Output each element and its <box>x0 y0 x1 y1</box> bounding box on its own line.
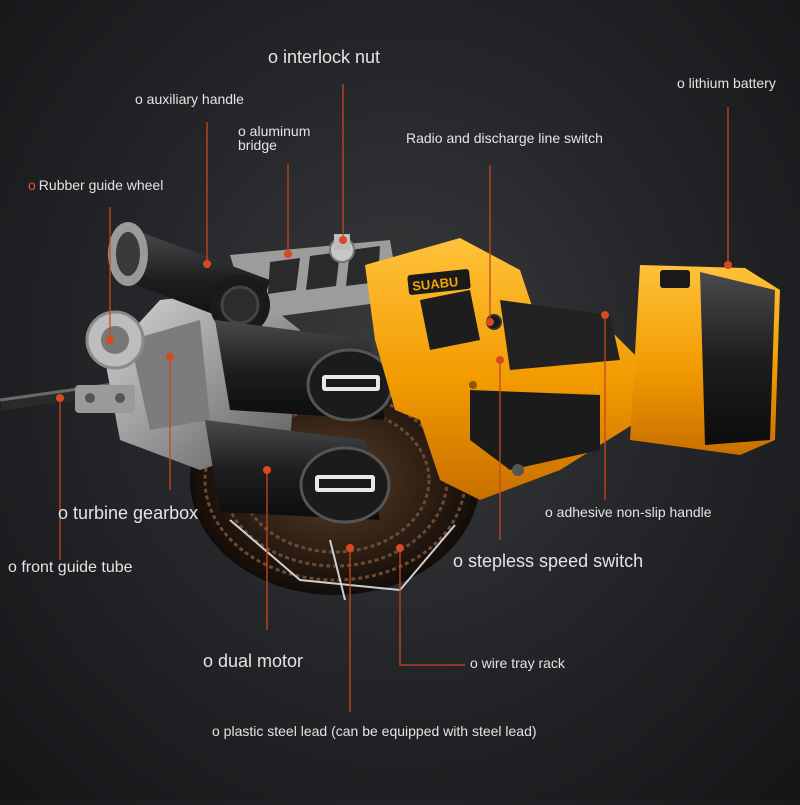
leader-dots <box>56 236 732 552</box>
label-adhesive-non-slip-handle: o adhesive non-slip handle <box>545 504 712 520</box>
label-plastic-steel-lead: o plastic steel lead (can be equipped wi… <box>212 723 537 739</box>
label-auxiliary-handle: o auxiliary handle <box>135 91 244 107</box>
aluminum-bridge-shape <box>230 234 400 320</box>
label-front-guide-tube: o front guide tube <box>8 559 133 576</box>
label-aluminum-bridge-line2: bridge <box>238 137 277 153</box>
label-dual-motor: o dual motor <box>203 651 304 671</box>
callout-marker-icon: o <box>28 177 36 193</box>
auxiliary-handle-shape <box>108 222 270 335</box>
label-interlock-nut: o interlock nut <box>268 47 381 67</box>
label-lithium-battery: o lithium battery <box>677 75 776 91</box>
brand-logo: SUABU <box>412 274 460 294</box>
label-stepless-speed-switch: o stepless speed switch <box>453 551 644 571</box>
dual-motor-shape <box>205 320 394 524</box>
label-aluminum-bridge-line1: o aluminum <box>238 123 311 139</box>
label-radio-discharge-switch: Radio and discharge line switch <box>406 130 603 146</box>
label-wire-tray-rack: o wire tray rack <box>470 655 565 671</box>
main-body-shape <box>365 238 640 500</box>
label-turbine-gearbox: o turbine gearbox <box>58 503 199 523</box>
leader-lines <box>59 84 729 712</box>
lithium-battery-shape <box>630 265 780 455</box>
